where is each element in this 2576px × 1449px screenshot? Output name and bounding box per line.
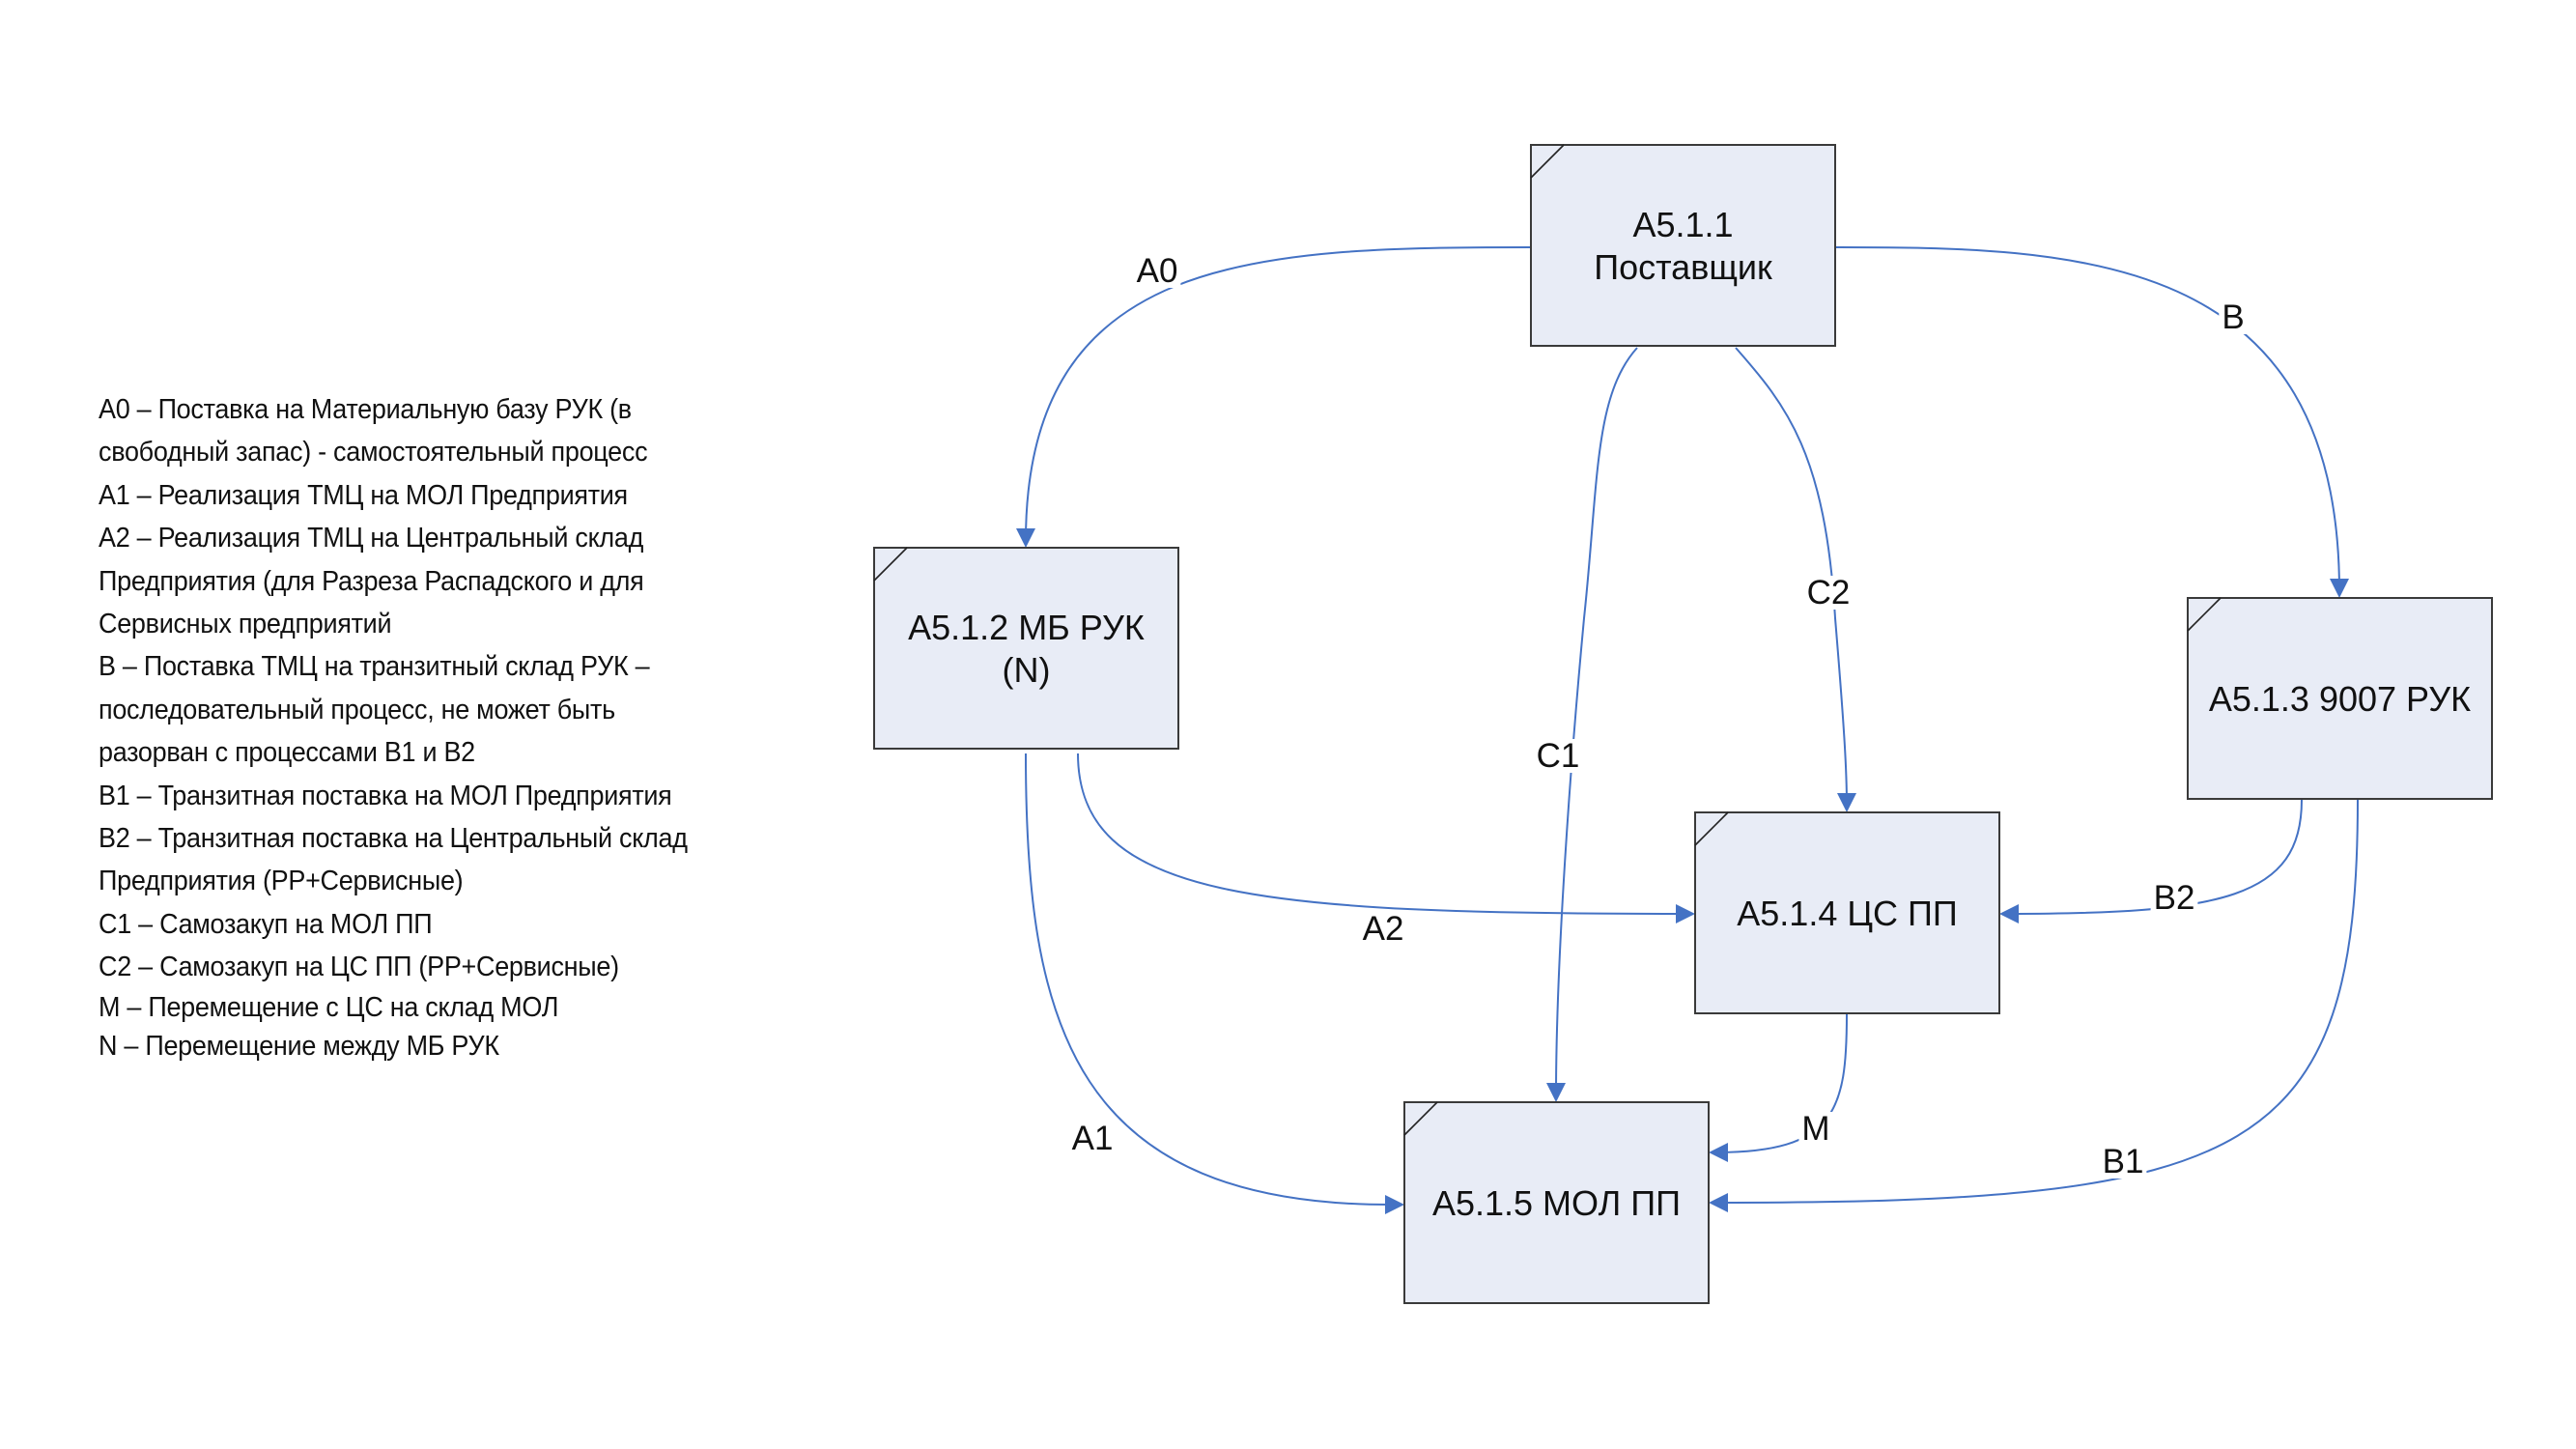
label-background: [2219, 300, 2248, 334]
label-background: [2150, 881, 2198, 915]
legend-line: С1 – Самозакуп на МОЛ ПП: [99, 908, 433, 940]
legend-line: Предприятия (РР+Сервисные): [99, 866, 464, 897]
legend-line: А0 – Поставка на Материальную базу РУК (…: [99, 394, 632, 425]
connector-label: А2: [1363, 910, 1404, 948]
connector-label: В: [2222, 298, 2244, 336]
legend-line: В2 – Транзитная поставка на Центральный …: [99, 822, 688, 854]
arrowhead-icon: [1837, 793, 1856, 812]
connector-label: С1: [1537, 737, 1580, 775]
node-A5-1-3[interactable]: А5.1.3 9007 РУК: [2187, 597, 2493, 800]
arrowhead-icon: [1016, 528, 1035, 548]
legend-line: N – Перемещение между МБ РУК: [99, 1031, 499, 1063]
connector-А0[interactable]: [1016, 246, 1532, 548]
connector-В2[interactable]: [1999, 799, 2303, 923]
node-corner-mark: [2187, 597, 2222, 632]
connector-line: [2005, 799, 2303, 915]
node-label: А5.1.2 МБ РУК: [908, 608, 1145, 647]
node-box: [1694, 811, 2000, 1014]
node-label: А5.1.5 МОЛ ПП: [1432, 1183, 1681, 1223]
node-label: А5.1.3 9007 РУК: [2209, 679, 2471, 719]
legend-line: В1 – Транзитная поставка на МОЛ Предприя…: [99, 780, 672, 811]
legend-line: Сервисных предприятий: [99, 608, 392, 639]
legend-line: С2 – Самозакуп на ЦС ПП (РР+Сервисные): [99, 952, 619, 983]
node-A5-1-5[interactable]: А5.1.5 МОЛ ПП: [1403, 1101, 1710, 1304]
connector-label: А1: [1072, 1120, 1114, 1157]
node-label: А5.1.4 ЦС ПП: [1737, 894, 1957, 933]
label-background: [1359, 912, 1407, 946]
arrowhead-icon: [1709, 1143, 1728, 1162]
arrowhead-icon: [2330, 579, 2349, 598]
arrowhead-icon: [1546, 1083, 1566, 1102]
node-A5-1-4[interactable]: А5.1.4 ЦС ПП: [1694, 811, 2000, 1014]
connector-label: М: [1801, 1110, 1829, 1148]
connector-label: В2: [2154, 879, 2195, 917]
arrowhead-icon: [1676, 904, 1695, 923]
node-corner-mark: [873, 547, 908, 582]
connector-А1[interactable]: [1025, 753, 1404, 1214]
legend-line: М – Перемещение с ЦС на склад МОЛ: [99, 992, 559, 1024]
legend: А0 – Поставка на Материальную базу РУК (…: [99, 388, 833, 1065]
node-corner-mark: [1694, 811, 1729, 846]
connector-В1[interactable]: [1709, 799, 2359, 1212]
node-box: [1530, 144, 1836, 347]
arrowhead-icon: [1709, 1193, 1728, 1212]
node-corner-mark: [1403, 1101, 1438, 1136]
arrowhead-icon: [1385, 1195, 1404, 1214]
connector-А2[interactable]: [1077, 753, 1695, 923]
label-background: [2099, 1145, 2147, 1179]
legend-line: Предприятия (для Разреза Распадского и д…: [99, 565, 644, 597]
connectors: [1016, 246, 2359, 1214]
node-label: Поставщик: [1594, 247, 1772, 287]
label-background: [1798, 1112, 1833, 1146]
connector-line: [1025, 246, 1532, 542]
connector-В[interactable]: [1834, 246, 2349, 598]
label-background: [1133, 254, 1181, 288]
legend-line: свободный запас) - самостоятельный проце…: [99, 437, 648, 469]
legend-line: разорван с процессами В1 и В2: [99, 737, 475, 769]
node-box: [2187, 597, 2493, 800]
label-background: [1803, 576, 1854, 610]
connector-line: [1555, 347, 1638, 1096]
connector-line: [1714, 799, 2359, 1204]
legend-line: А2 – Реализация ТМЦ на Центральный склад: [99, 523, 644, 554]
connector-line: [1025, 753, 1399, 1207]
node-label: (N): [1003, 650, 1051, 690]
connector-С1[interactable]: [1546, 347, 1638, 1102]
arrowhead-icon: [1999, 904, 2019, 923]
legend-line: последовательный процесс, не может быть: [99, 694, 615, 725]
legend-line: В – Поставка ТМЦ на транзитный склад РУК…: [99, 651, 650, 683]
connector-line: [1077, 753, 1689, 915]
node-label: А5.1.1: [1632, 205, 1733, 244]
legend-line: А1 – Реализация ТМЦ на МОЛ Предприятия: [99, 479, 628, 511]
connector-line: [1834, 246, 2340, 592]
node-box: [1403, 1101, 1710, 1304]
connector-label: С2: [1807, 574, 1851, 611]
label-background: [1533, 739, 1583, 773]
node-box: [873, 547, 1179, 750]
connector-label: В1: [2103, 1143, 2144, 1180]
connector-label: А0: [1137, 252, 1178, 290]
label-background: [1068, 1122, 1117, 1155]
node-A5-1-2[interactable]: А5.1.2 МБ РУК(N): [873, 547, 1179, 750]
node-corner-mark: [1530, 144, 1565, 179]
